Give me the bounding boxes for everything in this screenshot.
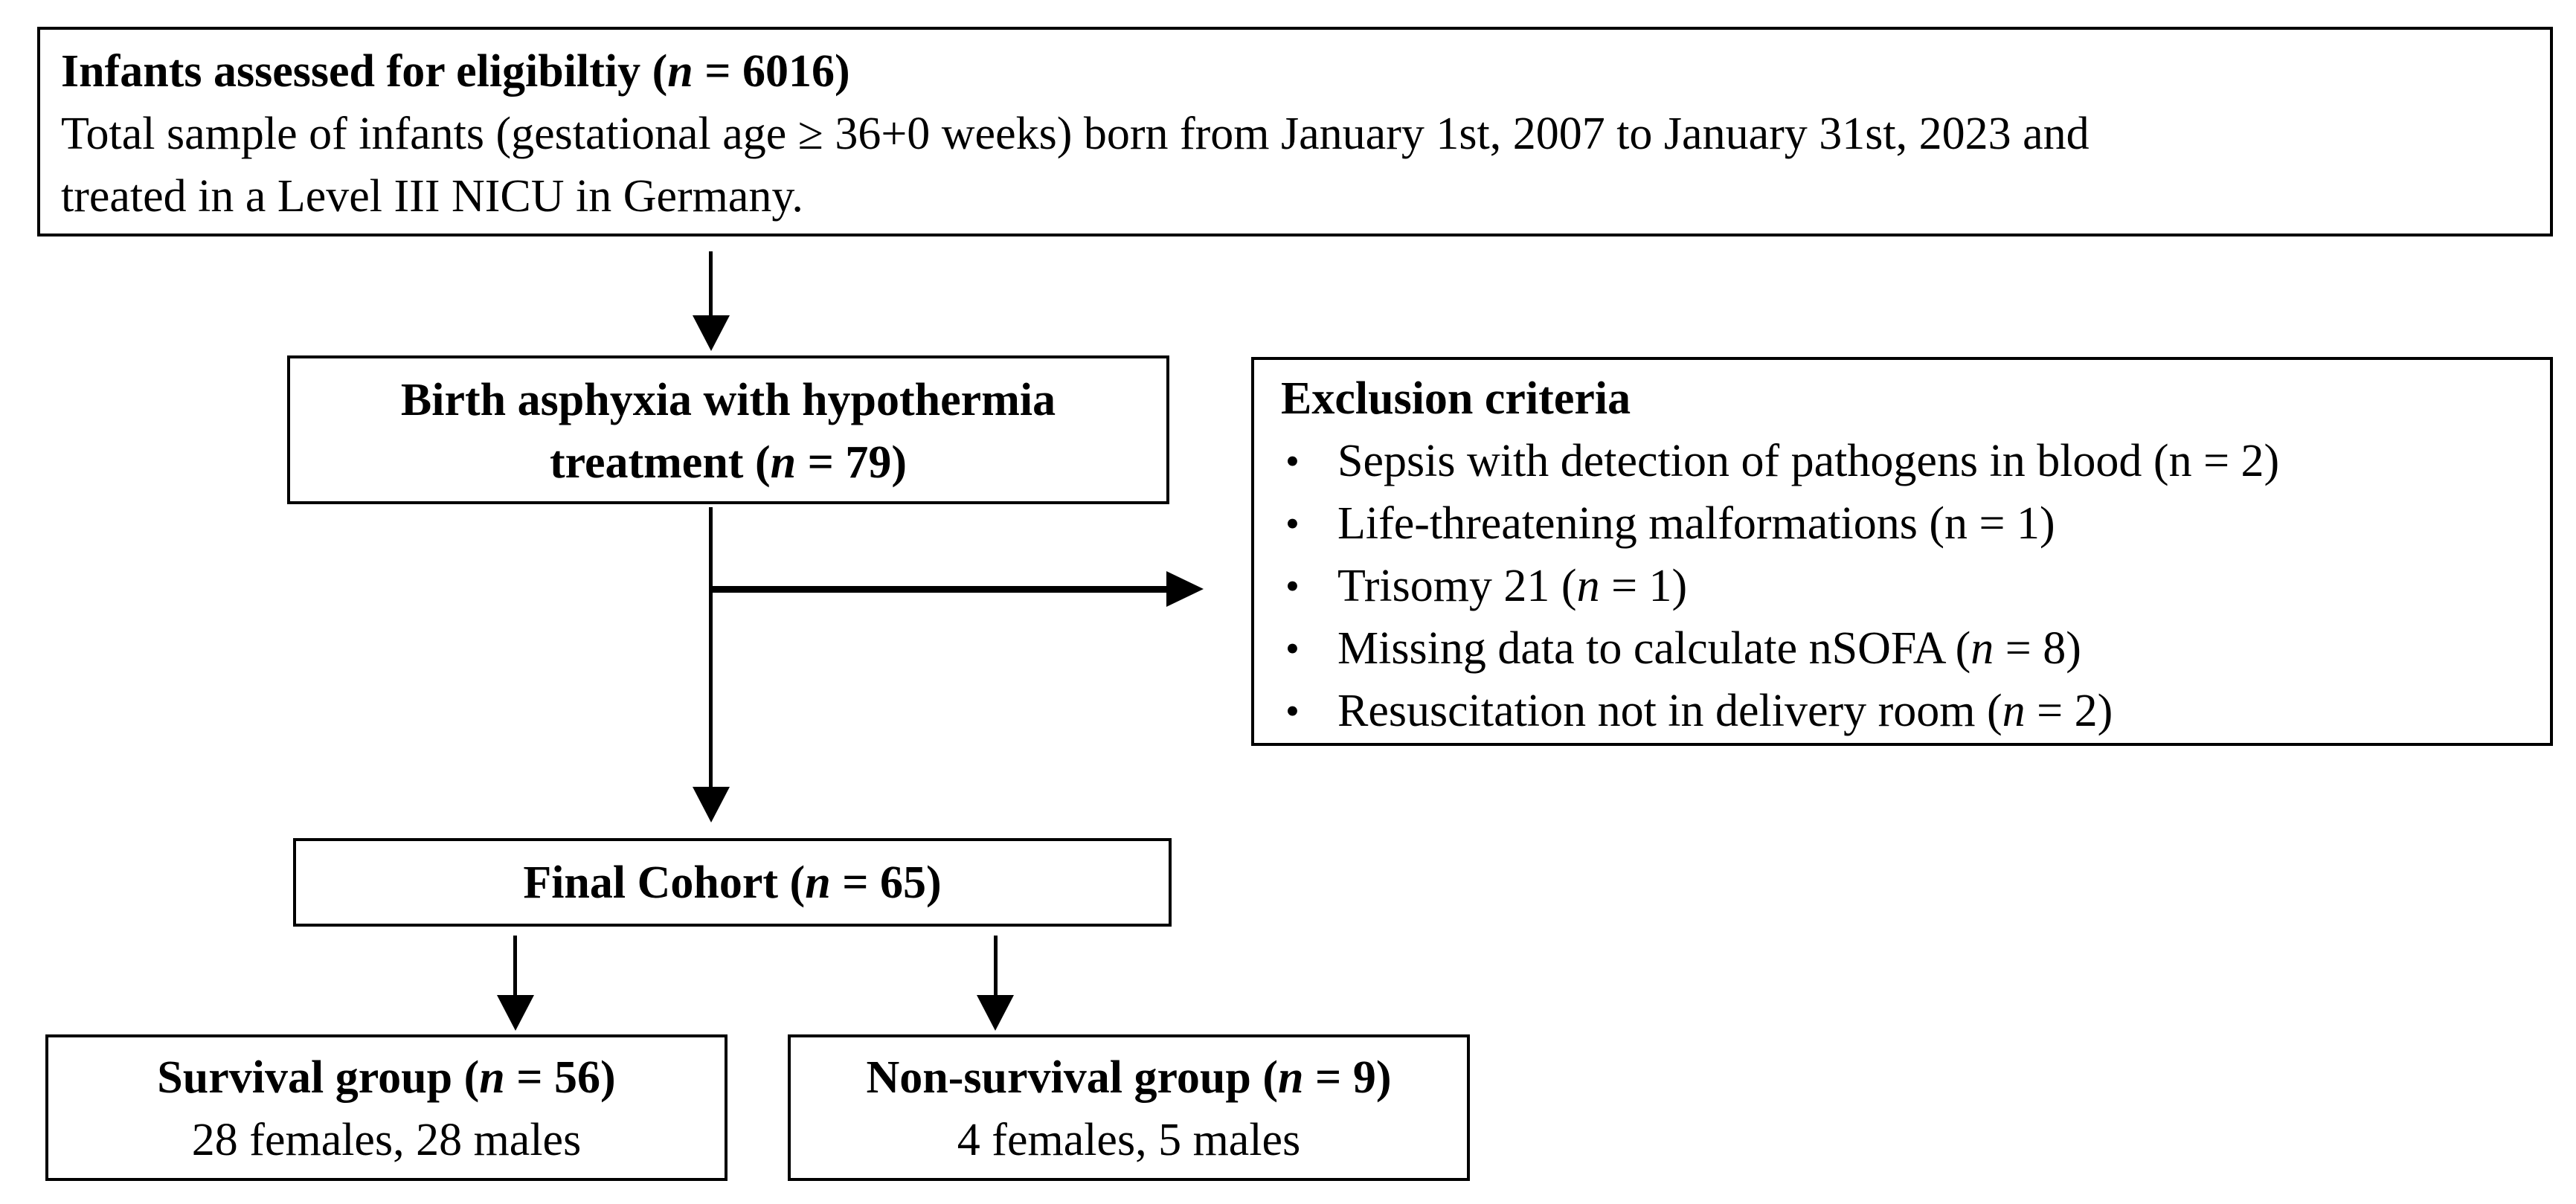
exclusion-item-suffix: = 8): [1994, 623, 2081, 674]
exclusion-item-text: Sepsis with detection of pathogens in bl…: [1337, 430, 2532, 492]
nonsurvival-box: Non-survival group (n = 9) 4 females, 5 …: [788, 1034, 1470, 1181]
final-cohort-suffix: = 65): [830, 857, 942, 908]
eligibility-box: Infants assessed for eligibiltiy (n = 60…: [37, 27, 2553, 236]
n-symbol: n: [667, 46, 693, 97]
exclusion-item: • Trisomy 21 (n = 1): [1281, 555, 2532, 617]
n-symbol: n: [479, 1052, 505, 1103]
connector-to-exclusion: [710, 586, 1168, 593]
survival-title-suffix: = 56): [504, 1052, 616, 1103]
eligibility-heading-prefix: Infants assessed for eligibiltiy (: [61, 46, 668, 97]
nonsurvival-subtitle: 4 females, 5 males: [957, 1115, 1301, 1165]
exclusion-item-prefix: Life-threatening malformations (n = 1): [1337, 498, 2055, 549]
connector-asphyxia-to-final: [709, 507, 713, 788]
bullet-icon: •: [1285, 689, 1300, 733]
exclusion-item-suffix: = 1): [1599, 561, 1688, 611]
eligibility-description-line1: Total sample of infants (gestational age…: [61, 109, 2090, 159]
n-symbol: n: [805, 857, 831, 908]
connector-eligibility-to-asphyxia: [709, 251, 713, 317]
exclusion-title: Exclusion criteria: [1281, 373, 1631, 424]
exclusion-item-suffix: = 2): [2025, 686, 2113, 736]
connector-final-to-survival: [513, 936, 517, 997]
survival-box: Survival group (n = 56) 28 females, 28 m…: [45, 1034, 727, 1181]
n-symbol: n: [2002, 686, 2026, 736]
exclusion-item-text: Resuscitation not in delivery room (n = …: [1337, 680, 2532, 742]
exclusion-item-prefix: Resuscitation not in delivery room (: [1337, 686, 2002, 736]
n-symbol: n: [770, 437, 797, 488]
bullet-icon: •: [1285, 626, 1300, 671]
nonsurvival-title-prefix: Non-survival group (: [866, 1052, 1279, 1103]
exclusion-item-text: Life-threatening malformations (n = 1): [1337, 492, 2532, 555]
exclusion-item-prefix: Sepsis with detection of pathogens in bl…: [1337, 436, 2280, 486]
final-cohort-prefix: Final Cohort (: [523, 857, 806, 908]
arrowhead-right-icon: [1166, 571, 1204, 607]
exclusion-item: • Sepsis with detection of pathogens in …: [1281, 430, 2532, 492]
exclusion-item: • Resuscitation not in delivery room (n …: [1281, 680, 2532, 742]
bullet-icon: •: [1285, 564, 1300, 608]
exclusion-item-text: Missing data to calculate nSOFA (n = 8): [1337, 617, 2532, 680]
eligibility-heading-suffix: = 6016): [693, 46, 850, 97]
arrowhead-down-icon: [693, 315, 730, 351]
arrowhead-down-icon: [497, 995, 534, 1031]
final-cohort-label: Final Cohort (n = 65): [523, 852, 941, 914]
eligibility-heading: Infants assessed for eligibiltiy (n = 60…: [61, 40, 2528, 103]
survival-title: Survival group (n = 56): [48, 1046, 725, 1109]
n-symbol: n: [1576, 561, 1600, 611]
exclusion-item-text: Trisomy 21 (n = 1): [1337, 555, 2532, 617]
exclusion-item-prefix: Missing data to calculate nSOFA (: [1337, 623, 1971, 674]
asphyxia-line2-prefix: treatment (: [549, 437, 771, 488]
arrowhead-down-icon: [977, 995, 1014, 1031]
connector-final-to-nonsurvival: [994, 936, 998, 997]
asphyxia-line2-suffix: = 79): [796, 437, 908, 488]
n-symbol: n: [1970, 623, 1994, 674]
asphyxia-line1: Birth asphyxia with hypothermia: [400, 375, 1056, 425]
exclusion-item-prefix: Trisomy 21 (: [1337, 561, 1577, 611]
survival-subtitle: 28 females, 28 males: [191, 1115, 582, 1165]
asphyxia-line2: treatment (n = 79): [290, 431, 1166, 494]
survival-title-prefix: Survival group (: [157, 1052, 480, 1103]
nonsurvival-title: Non-survival group (n = 9): [791, 1046, 1467, 1109]
arrowhead-down-icon: [693, 787, 730, 822]
bullet-icon: •: [1285, 439, 1300, 483]
exclusion-item: • Life-threatening malformations (n = 1): [1281, 492, 2532, 555]
bullet-icon: •: [1285, 501, 1300, 546]
final-cohort-box: Final Cohort (n = 65): [293, 838, 1172, 927]
asphyxia-box: Birth asphyxia with hypothermia treatmen…: [287, 355, 1169, 504]
exclusion-item: • Missing data to calculate nSOFA (n = 8…: [1281, 617, 2532, 680]
exclusion-box: Exclusion criteria • Sepsis with detecti…: [1251, 357, 2553, 746]
nonsurvival-title-suffix: = 9): [1303, 1052, 1392, 1103]
eligibility-description-line2: treated in a Level III NICU in Germany.: [61, 171, 803, 222]
n-symbol: n: [1278, 1052, 1304, 1103]
